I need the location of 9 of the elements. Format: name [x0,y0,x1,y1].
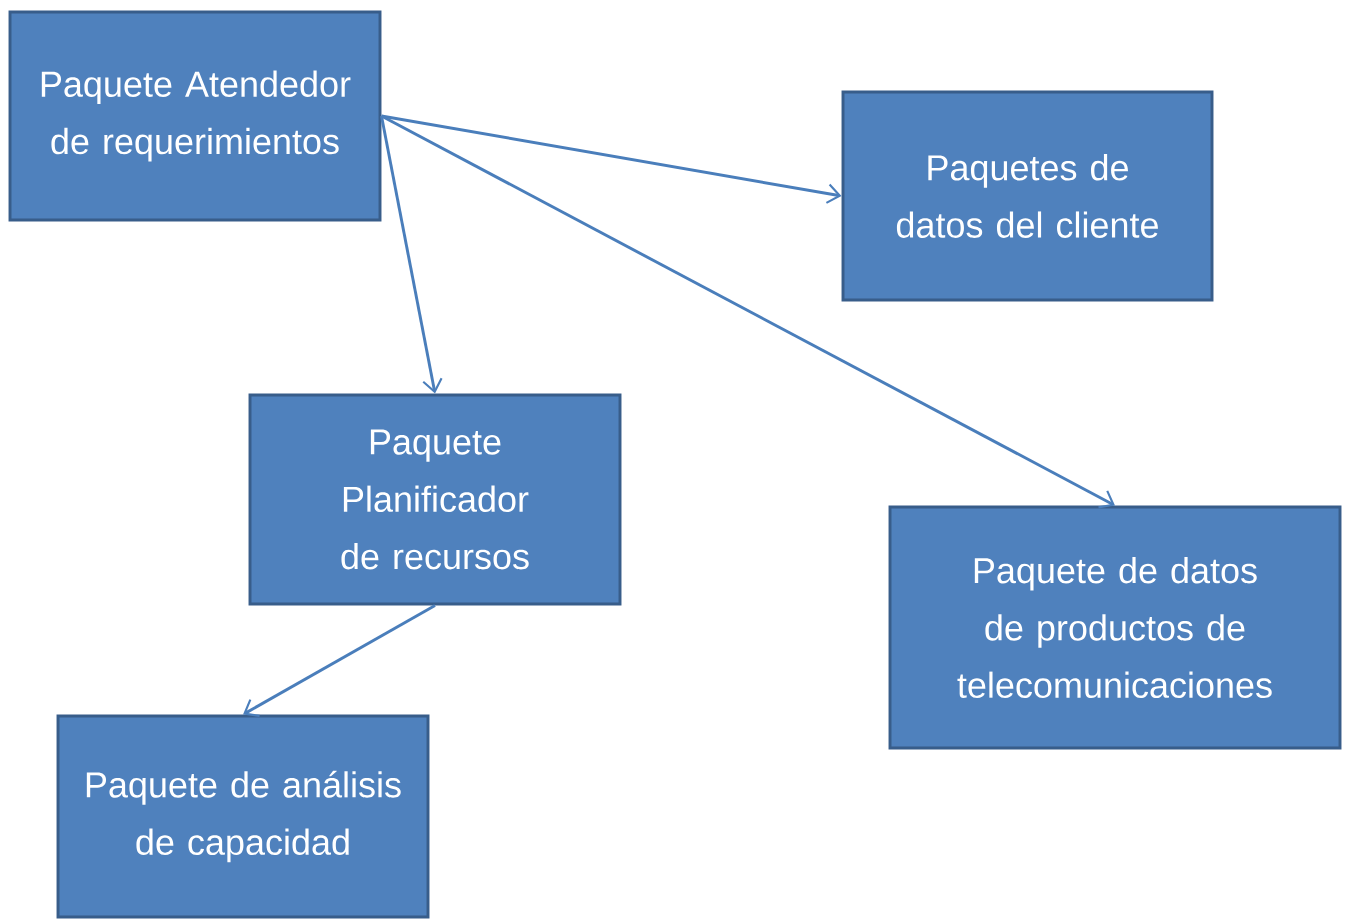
arrow [380,114,1115,509]
arrow [381,114,842,204]
package-box: Paquete de análisis de capacidad [56,714,430,919]
package-box: Paquete Planificador de recursos [248,393,622,606]
arrow [243,604,436,717]
package-box: Paquete Atendedor de requerimientos [8,10,382,222]
package-box: Paquetes de datos del cliente [841,90,1214,302]
package-box: Paquete de datos de productos de telecomunicaciones [888,505,1342,750]
arrow [380,115,443,394]
